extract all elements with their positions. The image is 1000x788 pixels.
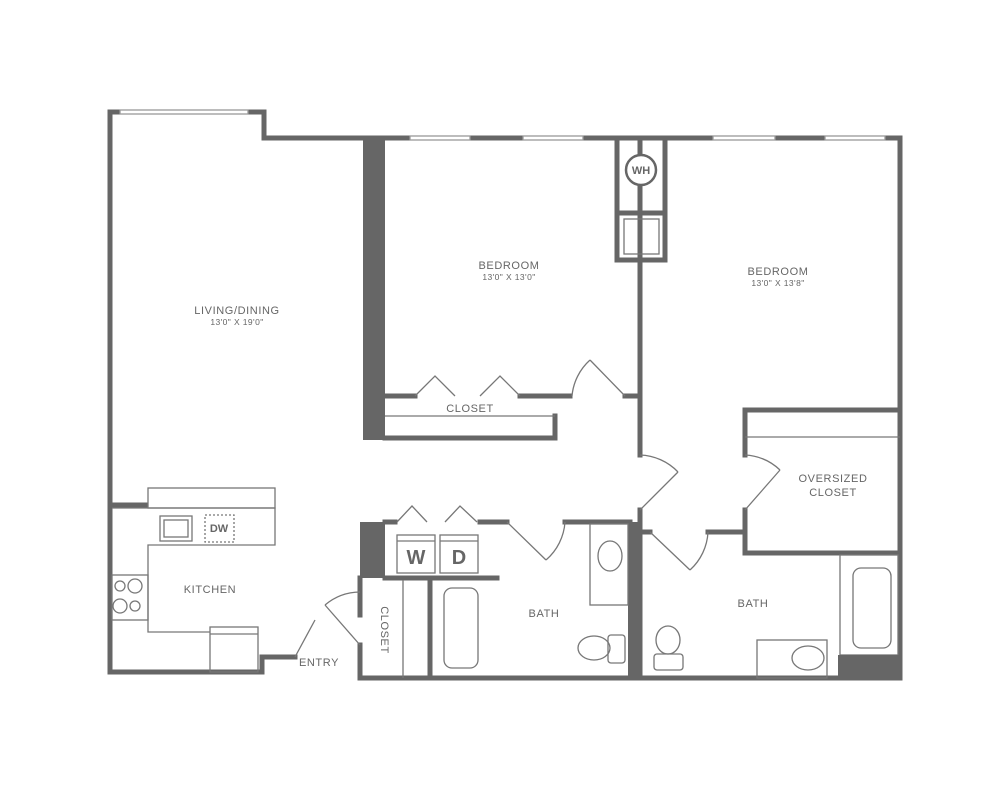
fixtures — [396, 153, 892, 679]
room-labels: LIVING/DINING 13'0" X 19'0" BEDROOM 13'0… — [184, 165, 868, 669]
room-label-oversized: OVERSIZED — [799, 473, 868, 485]
room-label-bath1: BATH — [529, 608, 560, 620]
walls — [107, 109, 903, 681]
room-label-bedroom1: BEDROOM — [478, 260, 539, 272]
room-dims-bedroom1: 13'0" X 13'0" — [482, 272, 535, 282]
dishwasher-label: DW — [210, 523, 229, 535]
washer-label: W — [407, 547, 426, 569]
room-dims-living: 13'0" X 19'0" — [210, 317, 263, 327]
dryer-label: D — [452, 547, 466, 569]
room-label-bedroom2: BEDROOM — [747, 266, 808, 278]
water-heater-label: WH — [632, 165, 650, 177]
room-label-closet1: CLOSET — [446, 403, 494, 415]
doors[interactable] — [294, 359, 781, 658]
room-label-kitchen: KITCHEN — [184, 584, 236, 596]
room-label-entry: ENTRY — [299, 657, 339, 669]
room-label-oversized-2: CLOSET — [809, 487, 857, 499]
room-dims-bedroom2: 13'0" X 13'8" — [751, 278, 804, 288]
room-label-living: LIVING/DINING — [194, 305, 279, 317]
room-label-closet2: CLOSET — [378, 606, 390, 654]
windows — [119, 109, 886, 141]
room-label-bath2: BATH — [738, 598, 769, 610]
